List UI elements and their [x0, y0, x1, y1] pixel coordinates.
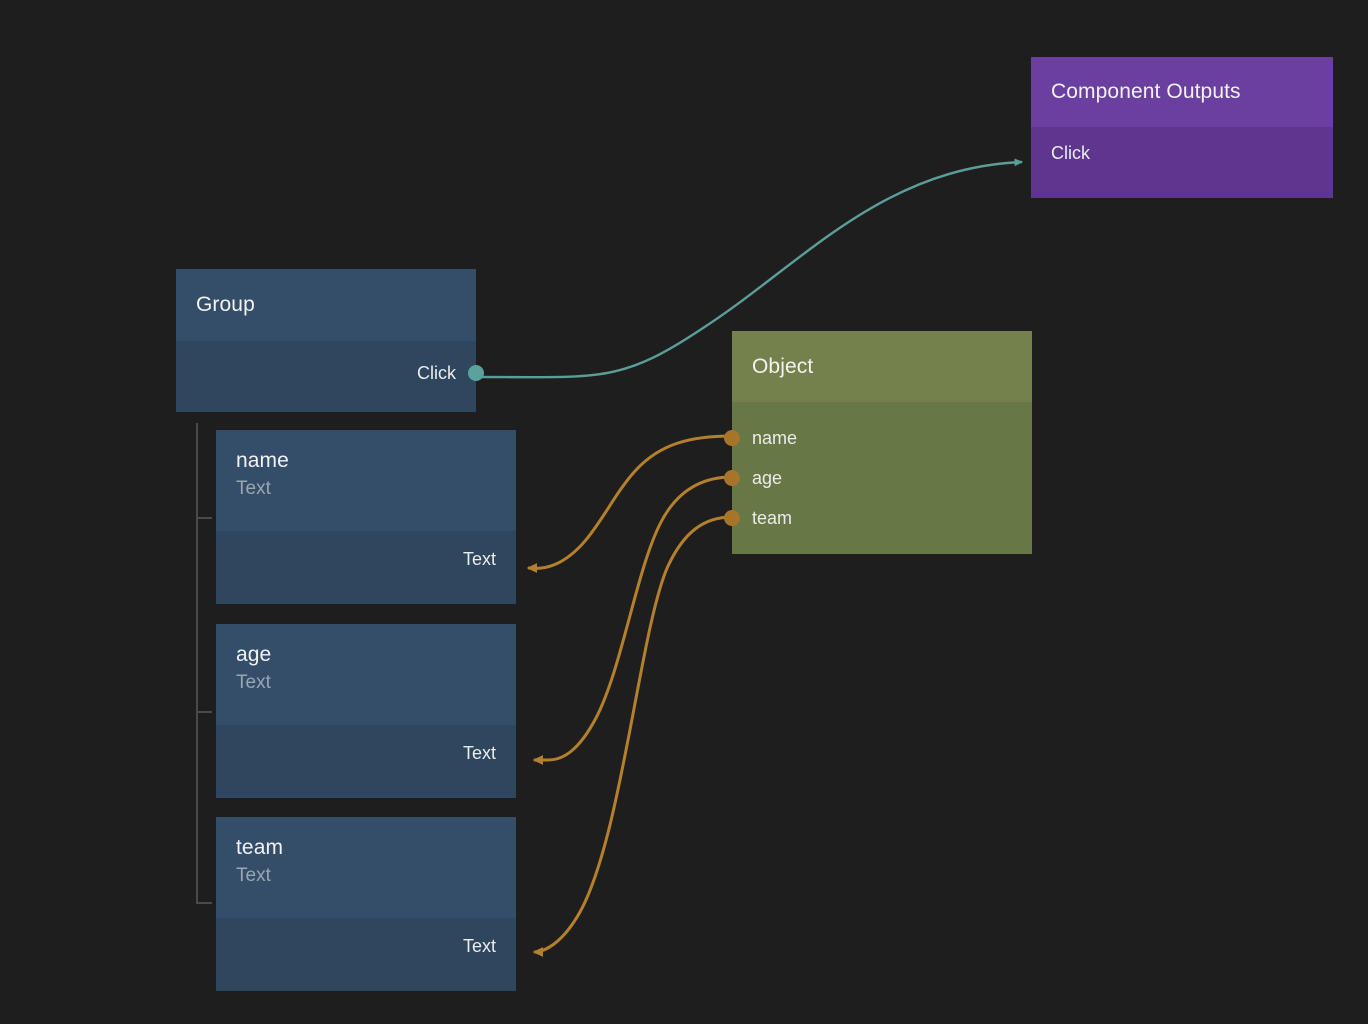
port-dot-object-age[interactable]	[724, 470, 740, 486]
port-dot-object-team[interactable]	[724, 510, 740, 526]
wire-object-age-to-age-text	[532, 475, 733, 765]
node-group[interactable]: Group Click	[176, 269, 484, 412]
node-age-title: age	[236, 643, 272, 666]
node-object[interactable]: Object name age team	[724, 331, 1032, 554]
node-group-body: Click	[176, 341, 484, 412]
node-age[interactable]: age Text Text	[216, 624, 516, 798]
tree-connector-vertical	[196, 423, 198, 904]
wire-object-name-to-name-text	[526, 434, 733, 573]
node-component-outputs-body: Click	[1031, 127, 1333, 198]
node-object-header[interactable]: Object	[732, 331, 1032, 402]
node-name-header[interactable]: name Text	[216, 430, 516, 531]
node-team-header[interactable]: team Text	[216, 817, 516, 918]
node-team-title: team	[236, 836, 284, 859]
node-component-outputs[interactable]: Component Outputs Click	[1031, 57, 1333, 198]
node-group-title: Group	[196, 293, 255, 316]
port-label-component-outputs-click: Click	[1051, 142, 1090, 163]
tree-connector-tick-team	[196, 902, 212, 904]
node-name[interactable]: name Text Text	[216, 430, 516, 604]
node-age-header[interactable]: age Text	[216, 624, 516, 725]
node-name-body: Text	[216, 531, 516, 604]
port-row-group-click[interactable]: Click	[176, 353, 484, 393]
tree-connector-tick-name	[196, 517, 212, 519]
node-team-subtitle: Text	[236, 865, 271, 886]
port-row-team-text[interactable]: Text	[216, 926, 516, 966]
node-component-outputs-header[interactable]: Component Outputs	[1031, 57, 1333, 127]
port-dot-group-click[interactable]	[468, 365, 484, 381]
port-label-object-name: name	[752, 427, 798, 448]
node-age-subtitle: Text	[236, 672, 271, 693]
tree-connector-tick-age	[196, 711, 212, 713]
port-label-object-age: age	[752, 467, 783, 488]
port-label-group-click: Click	[417, 362, 456, 383]
node-team-body: Text	[216, 918, 516, 991]
node-component-outputs-title: Component Outputs	[1051, 80, 1241, 103]
wire-object-team-to-team-text	[532, 515, 733, 957]
port-label-name-text: Text	[462, 548, 496, 569]
node-object-body: name age team	[724, 402, 1032, 554]
port-row-object-name[interactable]: name	[724, 418, 1032, 458]
port-label-team-text: Text	[462, 935, 496, 956]
port-dot-object-name[interactable]	[724, 430, 740, 446]
port-label-object-team: team	[752, 507, 793, 528]
port-row-object-team[interactable]: team	[724, 498, 1032, 538]
node-name-title: name	[236, 449, 289, 472]
port-row-component-outputs-click[interactable]: Click	[1031, 133, 1333, 173]
node-age-body: Text	[216, 725, 516, 798]
port-row-object-age[interactable]: age	[724, 458, 1032, 498]
node-team[interactable]: team Text Text	[216, 817, 516, 991]
node-group-header[interactable]: Group	[176, 269, 476, 341]
node-name-subtitle: Text	[236, 478, 271, 499]
port-row-name-text[interactable]: Text	[216, 539, 516, 579]
node-object-title: Object	[752, 354, 814, 378]
port-row-age-text[interactable]: Text	[216, 733, 516, 773]
port-label-age-text: Text	[462, 742, 496, 763]
